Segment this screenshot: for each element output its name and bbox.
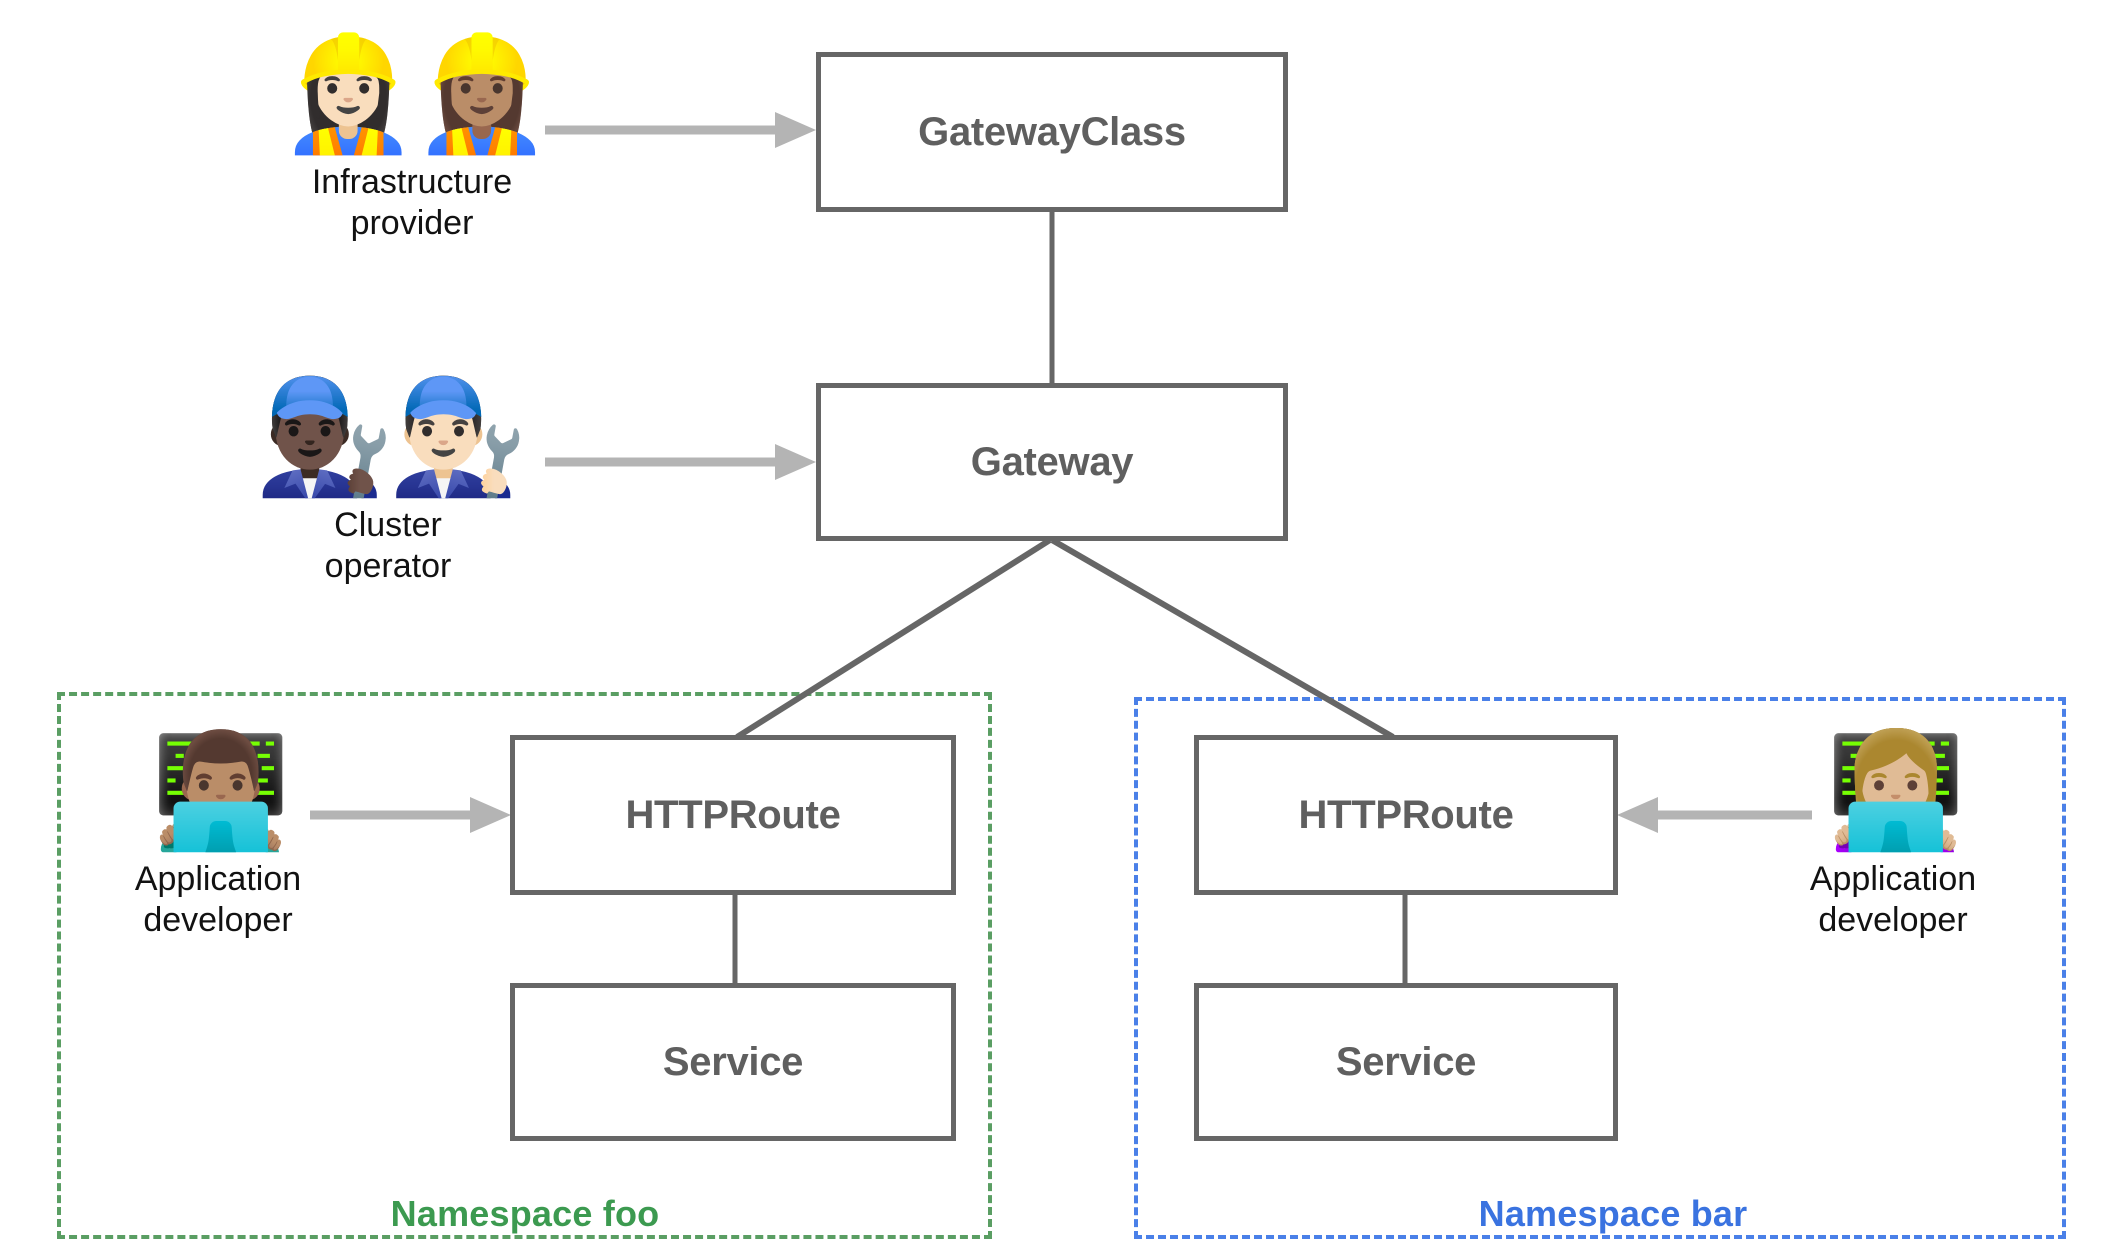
httproute-bar-box[interactable]: HTTPRoute (1194, 735, 1618, 895)
mechanic-icon: 👨🏿‍🔧👨🏻‍🔧 (254, 372, 528, 502)
service-bar-label: Service (1335, 1039, 1477, 1084)
gateway-label: Gateway (970, 439, 1134, 484)
gatewayclass-box[interactable]: GatewayClass (816, 52, 1288, 212)
service-bar-box[interactable]: Service (1194, 983, 1618, 1141)
namespace-bar-label: Namespace bar (1478, 1193, 1748, 1234)
gateway-box[interactable]: Gateway (816, 383, 1288, 541)
actor-application-developer-bar: 👩🏼‍💻 Application developer (1810, 735, 1976, 942)
actor-infrastructure-provider: 👷🏻‍♀️👷🏽‍♀️ Infrastructure provider (278, 29, 552, 245)
httproute-bar-label: HTTPRoute (1298, 792, 1514, 837)
namespace-foo-label: Namespace foo (390, 1193, 660, 1234)
httproute-foo-label: HTTPRoute (625, 792, 841, 837)
technologist-icon: 👩🏼‍💻 (1826, 726, 1965, 856)
actor-infrastructure-provider-label: Infrastructure provider (311, 163, 513, 243)
actor-application-developer-foo: 👨🏽‍💻 Application developer (135, 735, 301, 942)
actor-application-developer-bar-label: Application developer (1809, 860, 1977, 940)
construction-worker-woman-icon: 👷🏻‍♀️👷🏽‍♀️ (278, 29, 552, 159)
arrow-cluster-operator (545, 444, 816, 480)
actor-cluster-operator: 👨🏿‍🔧👨🏻‍🔧 Cluster operator (254, 372, 528, 588)
technologist-icon: 👨🏽‍💻 (151, 726, 290, 856)
namespace-foo-container (57, 692, 992, 1239)
actor-cluster-operator-label: Cluster operator (324, 506, 452, 586)
namespace-bar-container (1134, 697, 2066, 1239)
httproute-foo-box[interactable]: HTTPRoute (510, 735, 956, 895)
service-foo-box[interactable]: Service (510, 983, 956, 1141)
service-foo-label: Service (662, 1039, 804, 1084)
gatewayclass-label: GatewayClass (918, 109, 1186, 154)
arrow-infrastructure-provider (545, 112, 816, 148)
actor-application-developer-foo-label: Application developer (134, 860, 302, 940)
